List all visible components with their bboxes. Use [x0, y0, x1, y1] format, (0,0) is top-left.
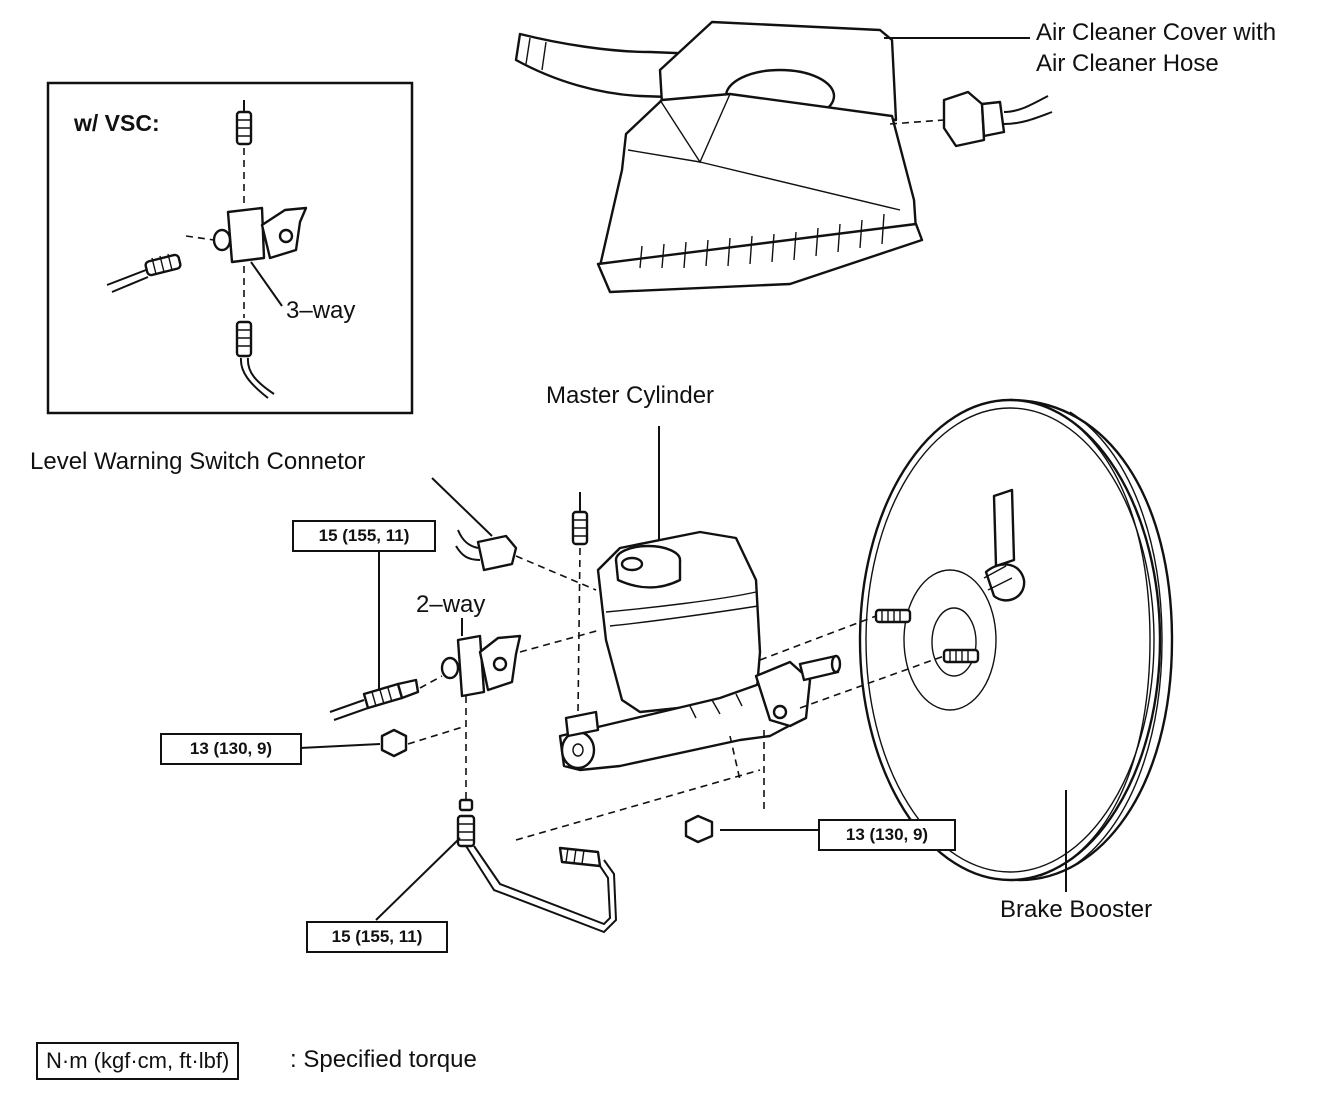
air-cleaner-label-line1: Air Cleaner Cover with: [1036, 19, 1277, 46]
two-way-assembly: [299, 477, 945, 934]
level-warning-label: Level Warning Switch Connetor: [30, 448, 366, 475]
master-cylinder-label: Master Cylinder: [546, 382, 715, 409]
brake-booster-label: Brake Booster: [1000, 896, 1153, 923]
torque-spec-nut-left: 13 (130, 9): [160, 733, 302, 765]
torque-spec-bottom: 15 (155, 11): [306, 921, 448, 953]
torque-legend-text: : Specified torque: [290, 1046, 477, 1073]
master-cylinder: [558, 426, 842, 772]
torque-spec-nut-right: 13 (130, 9): [818, 819, 956, 851]
inset-3way-assembly: [106, 100, 308, 399]
inset-title: w/ VSC:: [74, 110, 160, 136]
torque-unit-legend-box: N·m (kgf·cm, ft·lbf): [36, 1042, 240, 1080]
air-cleaner-label-line2: Air Cleaner Hose: [1036, 50, 1219, 77]
air-cleaner-cover: [514, 20, 1053, 294]
brake-booster: [858, 398, 1174, 892]
two-way-label: 2–way: [416, 591, 486, 618]
three-way-label: 3–way: [286, 297, 356, 324]
torque-spec-upper-left: 15 (155, 11): [292, 520, 436, 552]
